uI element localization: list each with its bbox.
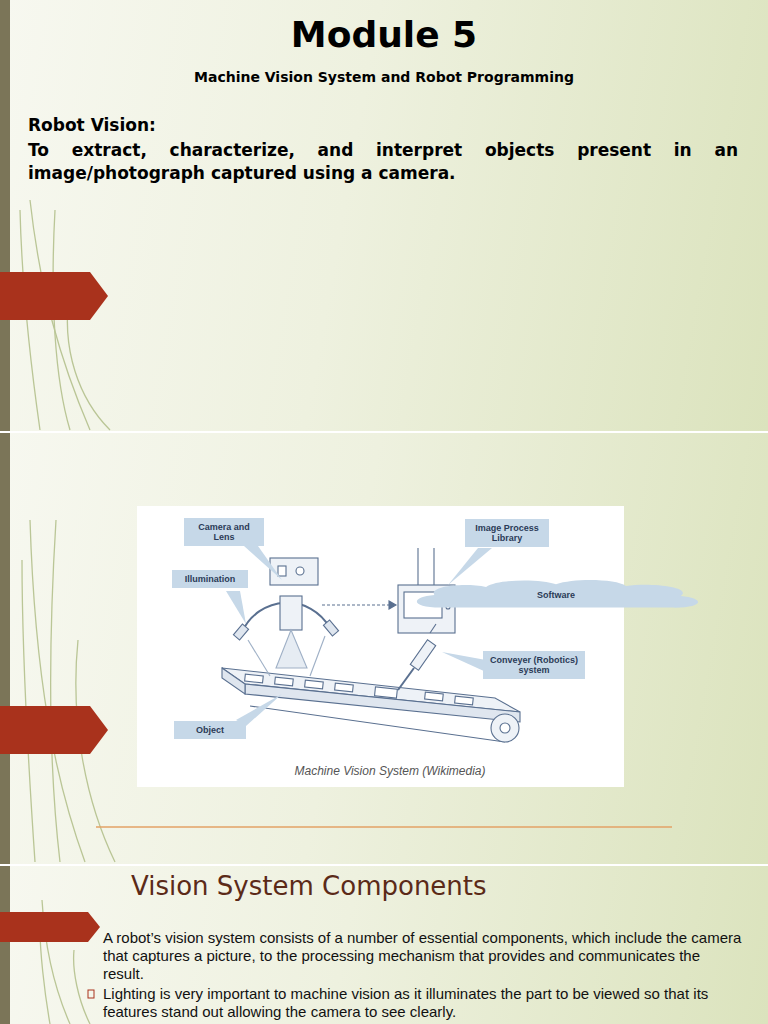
side-stripe <box>0 433 10 864</box>
callout-label: Illumination <box>185 574 236 584</box>
definition-text: To extract, characterize, and interpret … <box>28 139 738 185</box>
subtitle: Machine Vision System and Robot Programm… <box>0 69 768 85</box>
callout-box: Camera and Lens <box>184 518 264 546</box>
red-tab <box>0 706 108 754</box>
swirl-lines <box>20 200 115 1024</box>
software-cloud: Software <box>404 577 708 613</box>
side-stripe <box>0 866 10 1024</box>
bullet-text: Lighting is very important to machine vi… <box>103 985 765 1021</box>
callout-box: Illumination <box>172 570 248 588</box>
callout-label: Conveyer (Robotics) system <box>489 655 579 675</box>
red-tab <box>0 272 108 320</box>
rule-line <box>96 826 672 827</box>
machine-vision-illustration <box>222 548 520 742</box>
callout-pointer <box>226 546 492 726</box>
side-stripe <box>0 0 10 431</box>
callout-label: Camera and Lens <box>190 522 258 542</box>
slide-heading: Vision System Components <box>131 871 751 901</box>
bullet-marker <box>87 989 95 999</box>
callout-label: Software <box>537 590 575 600</box>
callout-box: Conveyer (Robotics) system <box>483 651 585 679</box>
slide-background <box>0 0 768 431</box>
section-heading: Robot Vision: <box>28 115 738 135</box>
figure-frame <box>137 506 624 787</box>
red-tab <box>0 912 100 942</box>
callout-box: Image Process Library <box>465 519 549 547</box>
paragraph: A robot’s vision system consists of a nu… <box>103 929 743 983</box>
figure-caption: Machine Vision System (Wikimedia) <box>230 764 550 778</box>
callout-box: Object <box>174 721 246 739</box>
callout-label: Object <box>196 725 224 735</box>
slide-title: Module 5 <box>0 14 768 55</box>
callout-label: Image Process Library <box>471 523 543 543</box>
